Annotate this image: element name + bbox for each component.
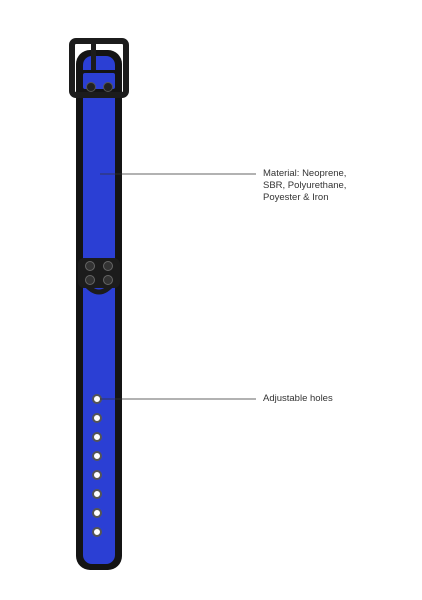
eyelet-icon: [92, 489, 102, 499]
material-callout-label: Material: Neoprene, SBR, Polyurethane, P…: [263, 168, 347, 203]
adjustable-holes-callout-label: Adjustable holes: [263, 393, 333, 404]
eyelet-icon: [92, 413, 102, 423]
collar-strap: [76, 50, 122, 570]
d-ring-icon: [78, 258, 120, 295]
eyelet-icon: [92, 432, 102, 442]
buckle-icon: [69, 38, 129, 98]
eyelet-row: [92, 394, 102, 537]
eyelet-icon: [92, 470, 102, 480]
eyelet-icon: [92, 451, 102, 461]
eyelet-icon: [92, 527, 102, 537]
rivet-icon: [103, 82, 113, 92]
rivet-icon: [86, 82, 96, 92]
eyelet-icon: [92, 508, 102, 518]
eyelet-icon: [92, 394, 102, 404]
